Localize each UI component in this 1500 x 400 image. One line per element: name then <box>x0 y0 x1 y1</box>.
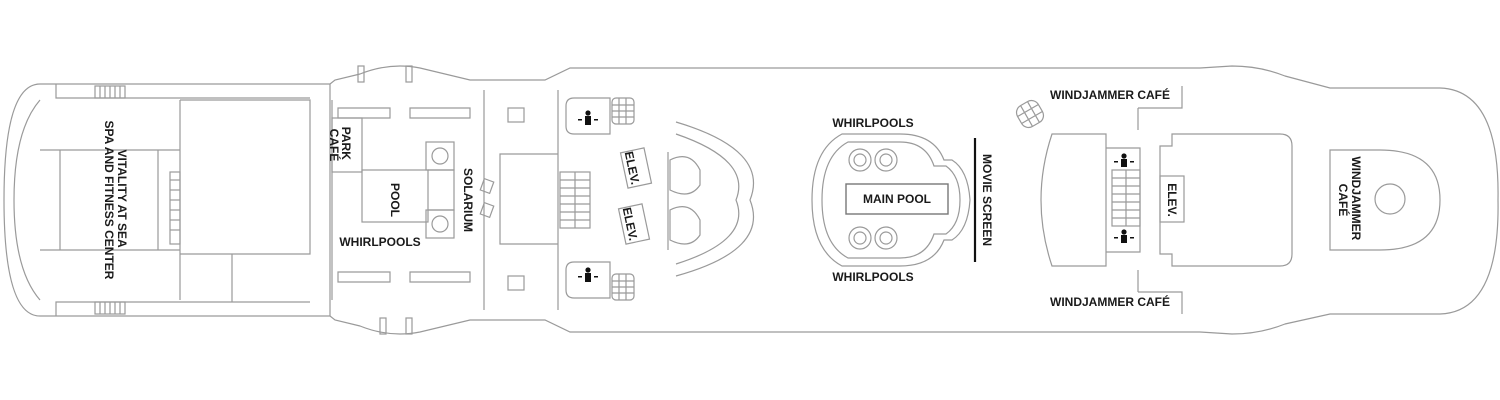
aft-wall <box>13 99 41 301</box>
whirlpools-aft-label: WHIRLPOOLS <box>339 235 420 249</box>
elevator-icon <box>619 147 653 189</box>
stairs-icon <box>169 171 181 245</box>
doorway <box>357 65 365 83</box>
main-pool-label: MAIN POOL <box>863 192 931 206</box>
spa-walls <box>40 99 311 300</box>
park-cafe-area <box>331 117 363 173</box>
elevator-label-2: ELEV. <box>620 206 641 242</box>
whirlpool-icon <box>848 148 898 250</box>
elevator-label-3: ELEV. <box>1165 183 1179 217</box>
whirlpool-icon <box>431 215 449 233</box>
spa-label: VITALITY AT SEA SPA AND FITNESS CENTER <box>102 121 129 280</box>
park-cafe-label: PARK CAFÉ <box>327 127 353 163</box>
whirlpools-top-label: WHIRLPOOLS <box>832 116 913 130</box>
whirlpools-bottom-label: WHIRLPOOLS <box>832 270 913 284</box>
main-pool-deck <box>811 133 971 267</box>
windjammer-fwd-label: WINDJAMMER CAFÉ <box>1336 156 1363 243</box>
elevator-icon <box>1159 175 1185 223</box>
restroom-icon <box>1114 153 1134 243</box>
pool-label: POOL <box>388 183 402 217</box>
restroom-icon <box>578 110 598 125</box>
solarium-label: SOLARIUM <box>461 168 475 232</box>
whirlpool-icon <box>431 147 449 165</box>
restroom-icon <box>578 267 598 282</box>
main-pool <box>845 183 949 215</box>
elevator-label-1: ELEV. <box>622 150 643 186</box>
windjammer-top-label: WINDJAMMER CAFÉ <box>1050 87 1170 102</box>
pool-outline <box>361 169 429 223</box>
stern-steps <box>55 84 310 316</box>
hull-outline <box>3 65 1499 335</box>
movie-screen-label: MOVIE SCREEN <box>980 154 994 246</box>
elevator-icon <box>617 203 651 245</box>
stairs-icon <box>1015 99 1045 129</box>
windjammer-bottom-label: WINDJAMMER CAFÉ <box>1050 294 1170 309</box>
